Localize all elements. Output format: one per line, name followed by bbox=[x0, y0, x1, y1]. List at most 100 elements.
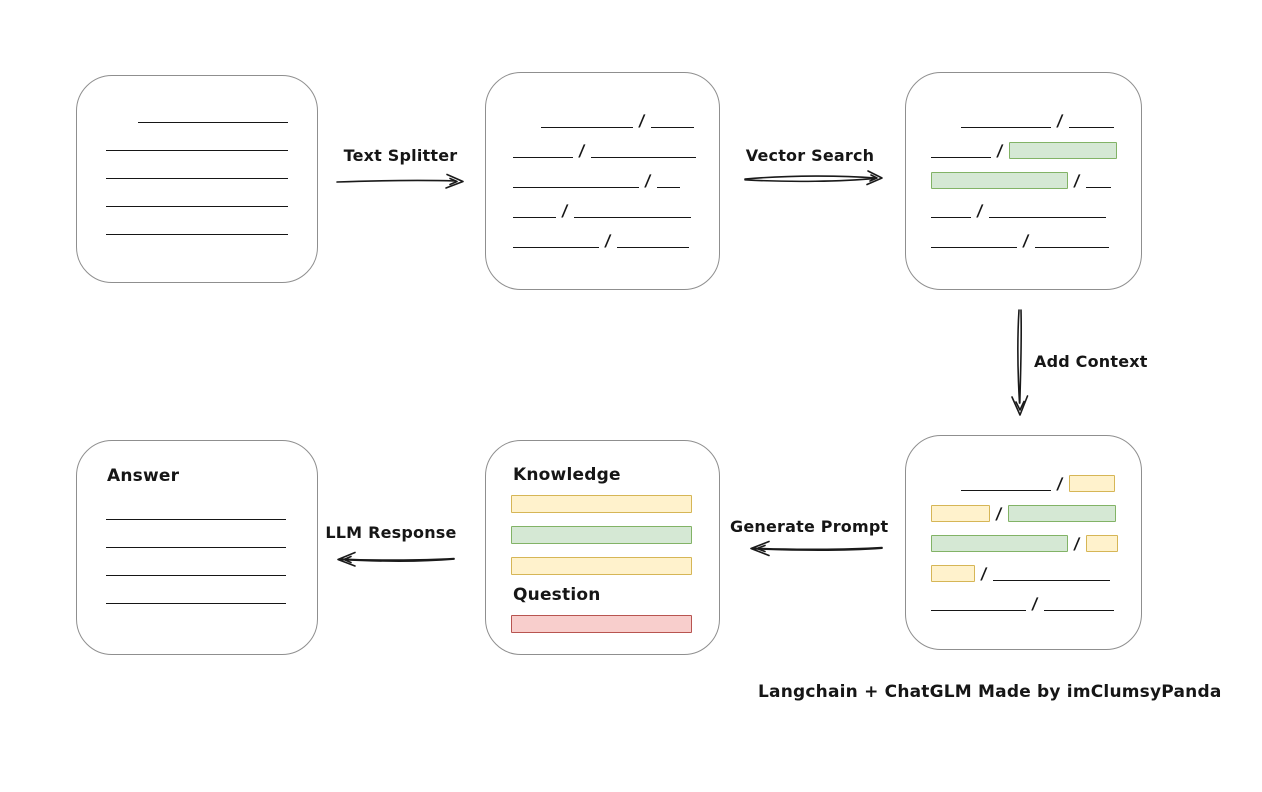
text-line bbox=[106, 206, 288, 207]
slash-separator: / bbox=[980, 564, 988, 583]
answer-box: Answer bbox=[76, 440, 318, 655]
chunk-row: / bbox=[931, 594, 1118, 613]
arrow-line bbox=[744, 175, 877, 180]
text-line-segment bbox=[1068, 127, 1114, 128]
add-context-arrow bbox=[1011, 309, 1029, 416]
slash-separator: / bbox=[1073, 171, 1081, 190]
highlight-yellow bbox=[1085, 535, 1118, 552]
answer-lines bbox=[106, 519, 286, 604]
chunk-row: / bbox=[931, 201, 1117, 220]
chunk-row: / bbox=[931, 141, 1117, 160]
arrow-head-inner bbox=[343, 555, 352, 564]
llm-response-arrow bbox=[337, 551, 455, 567]
chunk-row: / bbox=[931, 474, 1118, 493]
text-line-segment bbox=[988, 217, 1106, 218]
text-line-segment bbox=[513, 217, 556, 218]
arrow-head-inner bbox=[869, 174, 878, 182]
arrow-line bbox=[336, 179, 456, 183]
text-line bbox=[106, 150, 288, 151]
search-result-rows: / / / / / bbox=[931, 111, 1117, 250]
prompt-box: Knowledge Question bbox=[485, 440, 720, 655]
context-chunks-box: / / / / / bbox=[905, 435, 1142, 650]
text-line-segment bbox=[573, 217, 691, 218]
slash-separator: / bbox=[644, 171, 652, 190]
text-line-segment bbox=[1085, 187, 1111, 188]
arrow-line-return bbox=[744, 177, 877, 183]
text-line bbox=[138, 122, 288, 123]
arrow-head-inner bbox=[756, 544, 766, 553]
vector-search-label: Vector Search bbox=[745, 146, 875, 165]
arrow-head bbox=[445, 173, 464, 189]
chunk-row: / bbox=[931, 504, 1118, 523]
question-bars bbox=[511, 615, 692, 633]
text-line-segment bbox=[1043, 610, 1114, 611]
chunk-row: / bbox=[931, 171, 1117, 190]
highlight-green bbox=[1008, 142, 1117, 159]
highlight-green bbox=[511, 526, 692, 544]
text-line bbox=[106, 519, 286, 520]
text-line-segment bbox=[931, 247, 1017, 248]
arrow-line bbox=[1017, 309, 1021, 404]
highlight-yellow bbox=[931, 505, 990, 522]
split-chunks-box: / / / / / bbox=[485, 72, 720, 290]
text-line-segment bbox=[931, 610, 1026, 611]
slash-separator: / bbox=[638, 111, 646, 130]
context-chunk-rows: / / / / / bbox=[931, 474, 1118, 613]
text-line bbox=[106, 575, 286, 576]
chunk-row: / bbox=[931, 231, 1117, 250]
highlight-green bbox=[1007, 505, 1116, 522]
chunk-row: / bbox=[513, 171, 696, 190]
source-document-box bbox=[76, 75, 318, 283]
slash-separator: / bbox=[561, 201, 569, 220]
slash-separator: / bbox=[578, 141, 586, 160]
chunk-row: / bbox=[931, 534, 1118, 553]
arrow-head bbox=[337, 551, 356, 567]
llm-response-label: LLM Response bbox=[325, 523, 457, 542]
highlight-green bbox=[931, 535, 1068, 552]
highlight-yellow bbox=[931, 565, 975, 582]
answer-title: Answer bbox=[107, 466, 180, 486]
highlight-yellow bbox=[1068, 475, 1115, 492]
arrow-head bbox=[750, 540, 770, 557]
generate-prompt-arrow bbox=[750, 540, 883, 557]
text-line-segment bbox=[992, 580, 1110, 581]
text-line-segment bbox=[513, 187, 639, 188]
source-document-lines bbox=[106, 122, 288, 235]
arrow-head-inner bbox=[1015, 400, 1025, 411]
chunk-row: / bbox=[931, 564, 1118, 583]
text-line-segment bbox=[961, 490, 1051, 491]
slash-separator: / bbox=[976, 201, 984, 220]
highlight-yellow bbox=[511, 495, 692, 513]
text-splitter-label: Text Splitter bbox=[343, 146, 458, 165]
split-chunk-rows: / / / / / bbox=[513, 111, 696, 250]
arrow-head bbox=[1011, 395, 1029, 416]
slash-separator: / bbox=[995, 504, 1003, 523]
highlight-green bbox=[931, 172, 1068, 189]
generate-prompt-label: Generate Prompt bbox=[730, 517, 889, 536]
slash-separator: / bbox=[1056, 474, 1064, 493]
text-splitter-arrow bbox=[336, 173, 464, 189]
text-line-segment bbox=[513, 157, 573, 158]
text-line-segment bbox=[541, 127, 633, 128]
slash-separator: / bbox=[1073, 534, 1081, 553]
text-line-segment bbox=[656, 187, 680, 188]
chunk-row: / bbox=[931, 111, 1117, 130]
slash-separator: / bbox=[604, 231, 612, 250]
search-results-box: / / / / / bbox=[905, 72, 1142, 290]
arrow-line-return bbox=[1019, 309, 1023, 404]
text-line-segment bbox=[961, 127, 1051, 128]
text-line-segment bbox=[616, 247, 689, 248]
question-title: Question bbox=[513, 585, 601, 605]
slash-separator: / bbox=[1056, 111, 1064, 130]
chunk-row: / bbox=[513, 111, 696, 130]
text-line-segment bbox=[1034, 247, 1109, 248]
chunk-row: / bbox=[513, 141, 696, 160]
text-line bbox=[106, 547, 286, 548]
arrow-head bbox=[866, 170, 883, 186]
vector-search-arrow bbox=[744, 170, 883, 186]
row-indent bbox=[513, 128, 541, 129]
text-line-segment bbox=[931, 217, 971, 218]
chunk-row: / bbox=[513, 201, 696, 220]
arrow-line-return bbox=[753, 547, 883, 551]
add-context-label: Add Context bbox=[1034, 352, 1148, 371]
